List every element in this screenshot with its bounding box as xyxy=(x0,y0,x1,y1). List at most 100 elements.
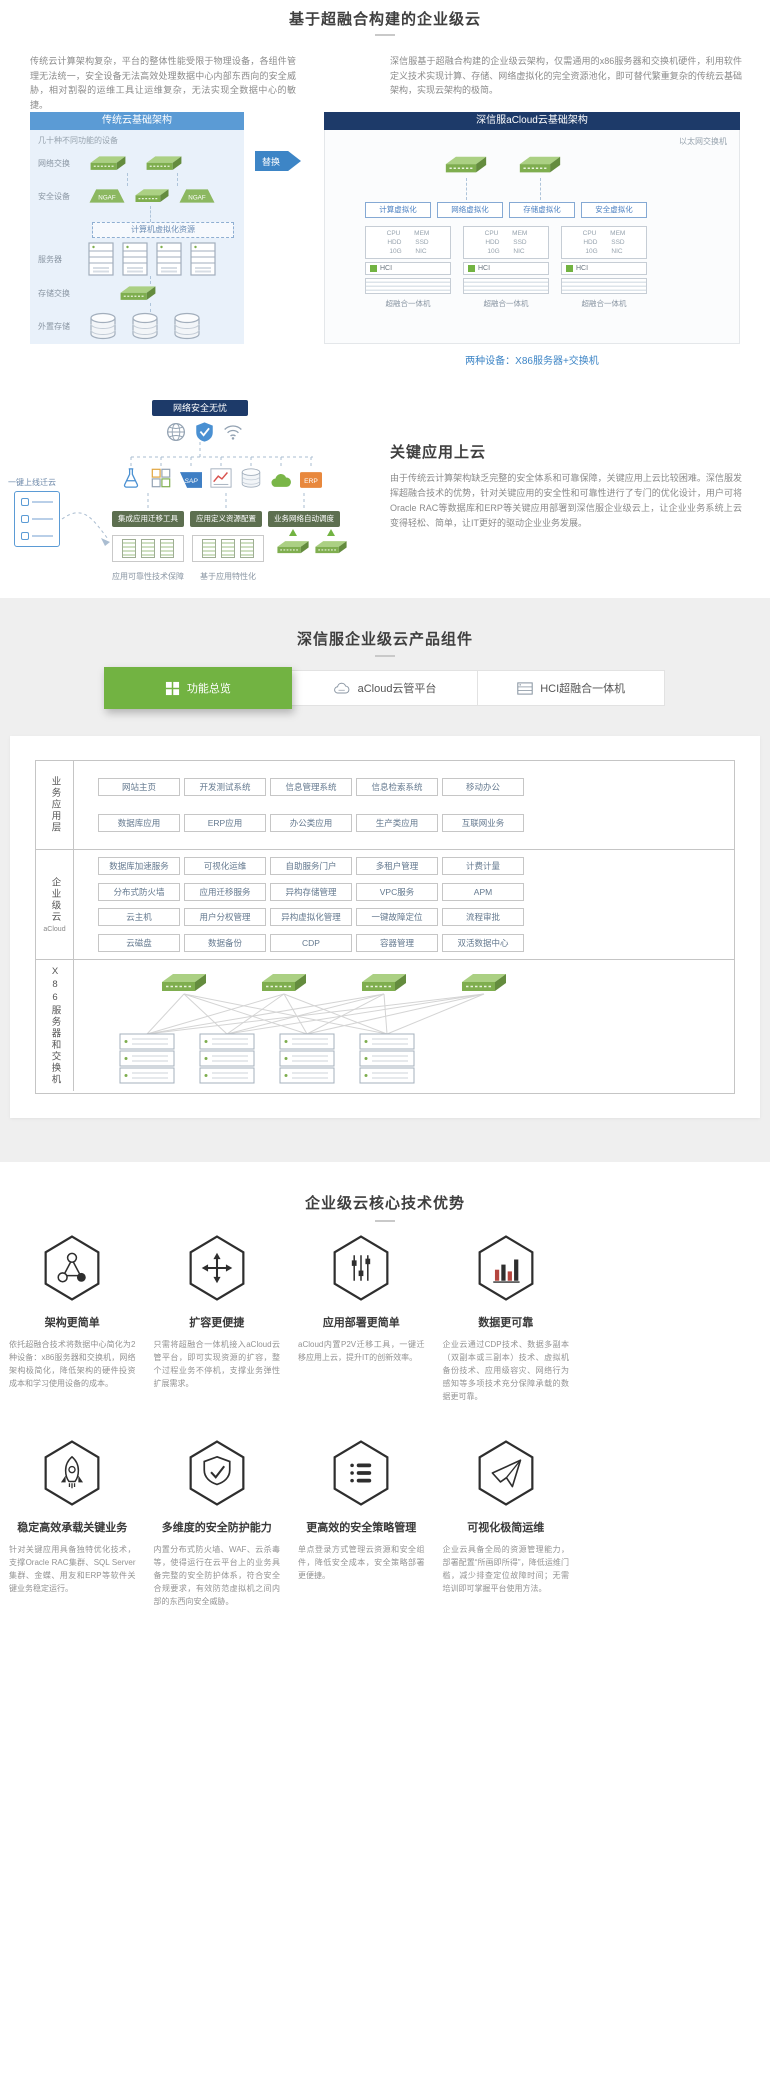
server-group-box xyxy=(192,535,264,562)
database-app-icon xyxy=(240,467,262,489)
tab-hci-appliance[interactable]: HCI超融合一体机 xyxy=(477,670,666,706)
cloud-layer-rows: 数据库加速服务可视化运维自助服务门户多租户管理计费计量分布式防火墙应用迁移服务异… xyxy=(74,850,734,959)
wifi-icon xyxy=(223,422,243,442)
erp-app-icon: ERP xyxy=(300,471,322,489)
node-spec-line: HDD SSD xyxy=(583,239,625,246)
product-item: 信息管理系统 xyxy=(270,778,352,797)
svg-text:SAP: SAP xyxy=(184,478,198,485)
layer-label-text: 企业级云 xyxy=(49,876,61,923)
tab-label: HCI超融合一体机 xyxy=(540,683,626,695)
product-item: 自助服务门户 xyxy=(270,857,352,876)
product-item: 容器管理 xyxy=(356,933,438,952)
layer-label-text: 业务应用层 xyxy=(49,776,61,834)
row-label: 网络交换 xyxy=(38,159,70,168)
replace-arrow: 替换 xyxy=(255,151,301,171)
node-spec-line: CPU MEM xyxy=(484,230,528,237)
tech-advantage-title: 多维度的安全防护能力 xyxy=(161,1522,272,1534)
key-apps-paragraph: 由于传统云计算架构缺乏完整的安全体系和可靠保障，关键应用上云比较困难。深信服发挥… xyxy=(390,473,742,528)
tech-advantage-description: 依托超融合技术将数据中心简化为2种设备：x86服务器和交换机，网络架构极简化，降… xyxy=(9,1340,136,1388)
mini-app-icon xyxy=(21,515,29,523)
application-icon-row: SAP ERP xyxy=(120,467,322,489)
product-item: 办公类应用 xyxy=(270,813,352,832)
product-row: 数据库加速服务可视化运维自助服务门户多租户管理计费计量 xyxy=(74,857,734,876)
section1-title: 基于超融合构建的企业级云 xyxy=(288,11,481,28)
tech-advantage-description: 单点登录方式管理云资源和安全组件，降低安全成本，安全策略部署更便捷。 xyxy=(298,1545,425,1580)
layer-label-text: X86服务器和交换机 xyxy=(49,965,61,1086)
hci-node: CPU MEM HDD SSD 10G NIC HCI 超融合一体机 xyxy=(561,226,647,309)
tab-label: 功能总览 xyxy=(186,683,231,695)
traditional-arch-header: 传统云基础架构 xyxy=(30,112,244,130)
hci-square-icon xyxy=(566,265,573,272)
switch-icon xyxy=(443,154,489,176)
tech-advantage-title: 架构更简单 xyxy=(44,1317,100,1329)
cloud-platform-icon xyxy=(333,682,351,695)
node-spec-line: CPU MEM xyxy=(582,230,626,237)
rocket-icon xyxy=(41,1439,103,1507)
product-item: 数据备份 xyxy=(184,933,266,952)
tab-acloud-platform[interactable]: aCloud云管平台 xyxy=(290,670,479,706)
product-item: APM xyxy=(442,882,524,901)
tab-function-overview[interactable]: 功能总览 xyxy=(104,667,292,709)
node-rack-icon xyxy=(365,278,451,294)
product-item: 云磁盘 xyxy=(98,933,180,952)
traditional-arch-diagram: 几十种不同功能的设备 网络交换 安全设备 NGAF NGAF 计算机虚拟化资源 … xyxy=(30,130,244,344)
node-spec-line: 10G NIC xyxy=(585,248,623,255)
arrowhead xyxy=(101,538,110,546)
rack-icon xyxy=(202,539,216,558)
node-spec-line: 10G NIC xyxy=(389,248,427,255)
rack-icon xyxy=(122,539,136,558)
expand-icon xyxy=(186,1234,248,1302)
switch-icon xyxy=(276,539,310,556)
title-divider xyxy=(375,655,395,657)
ngaf-firewall-icon: NGAF xyxy=(88,186,126,206)
product-item: 计费计量 xyxy=(442,857,524,876)
server-icon xyxy=(88,242,114,276)
row-label: 外置存储 xyxy=(38,321,70,331)
security-icon-row xyxy=(166,421,243,443)
switch-icon xyxy=(88,154,128,173)
product-item: 多租户管理 xyxy=(356,857,438,876)
tech-advantage-title: 稳定高效承载关键业务 xyxy=(17,1522,128,1534)
virtualization-box: 计算虚拟化 xyxy=(365,202,431,218)
device-summary-caption: 两种设备：X86服务器+交换机 xyxy=(465,356,599,367)
mini-app-row xyxy=(21,515,53,523)
tech-advantage-card: 稳定高效承载关键业务针对关键应用具备独特优化技术，支撑Oracle RAC集群、… xyxy=(0,1439,145,1608)
tool-button: 业务网络自动调度 xyxy=(268,511,340,527)
storage-disk-icon xyxy=(130,312,160,340)
node-spec-line: 10G NIC xyxy=(487,248,525,255)
product-item: 数据库应用 xyxy=(98,813,180,832)
source-apps-box xyxy=(14,491,60,547)
node-spec-line: HDD SSD xyxy=(485,239,527,246)
row-label: 存储交换 xyxy=(38,289,70,298)
intro-paragraph-left: 传统云计算架构复杂，平台的整体性能受限于物理设备，各组件管理无法统一，安全设备无… xyxy=(30,56,296,110)
virtualization-layer: 计算虚拟化 网络虚拟化 存储虚拟化 安全虚拟化 xyxy=(365,202,647,218)
switch-icon xyxy=(118,284,158,303)
chart-app-icon xyxy=(210,467,232,489)
one-click-migrate-label: 一键上线迁云 xyxy=(8,478,56,487)
layer-label: 业务应用层 xyxy=(36,761,74,849)
product-item: 互联网业务 xyxy=(442,813,524,832)
product-item: 网站主页 xyxy=(98,778,180,797)
acloud-arch-header: 深信服aCloud云基础架构 xyxy=(324,112,740,130)
section-core-advantages: 企业级云核心技术优势 架构更简单依托超融合技术将数据中心简化为2种设备：x86服… xyxy=(0,1162,770,2083)
tech-advantage-card: 架构更简单依托超融合技术将数据中心简化为2种设备：x86服务器和交换机，网络架构… xyxy=(0,1234,145,1403)
node-label: 超融合一体机 xyxy=(581,299,627,308)
title-divider xyxy=(375,1220,395,1222)
product-item: 生产类应用 xyxy=(356,813,438,832)
hci-label: HCI xyxy=(576,265,589,272)
tech-advantage-description: aCloud内置P2V迁移工具，一键迁移应用上云，提升IT的创新效率。 xyxy=(298,1340,425,1362)
sliders-icon xyxy=(330,1234,392,1302)
product-item: 开发测试系统 xyxy=(184,778,266,797)
tech-advantage-title: 可视化极简运维 xyxy=(467,1522,545,1534)
external-storage-row: 外置存储 xyxy=(38,312,202,340)
acloud-arch-panel: 深信服aCloud云基础架构 以太网交换机 计算虚拟化 网络虚拟化 存储虚拟化 … xyxy=(324,112,740,344)
layer-label: 企业级云 aCloud xyxy=(36,850,74,959)
dashed-connector xyxy=(466,178,467,200)
mini-bar xyxy=(32,535,53,537)
